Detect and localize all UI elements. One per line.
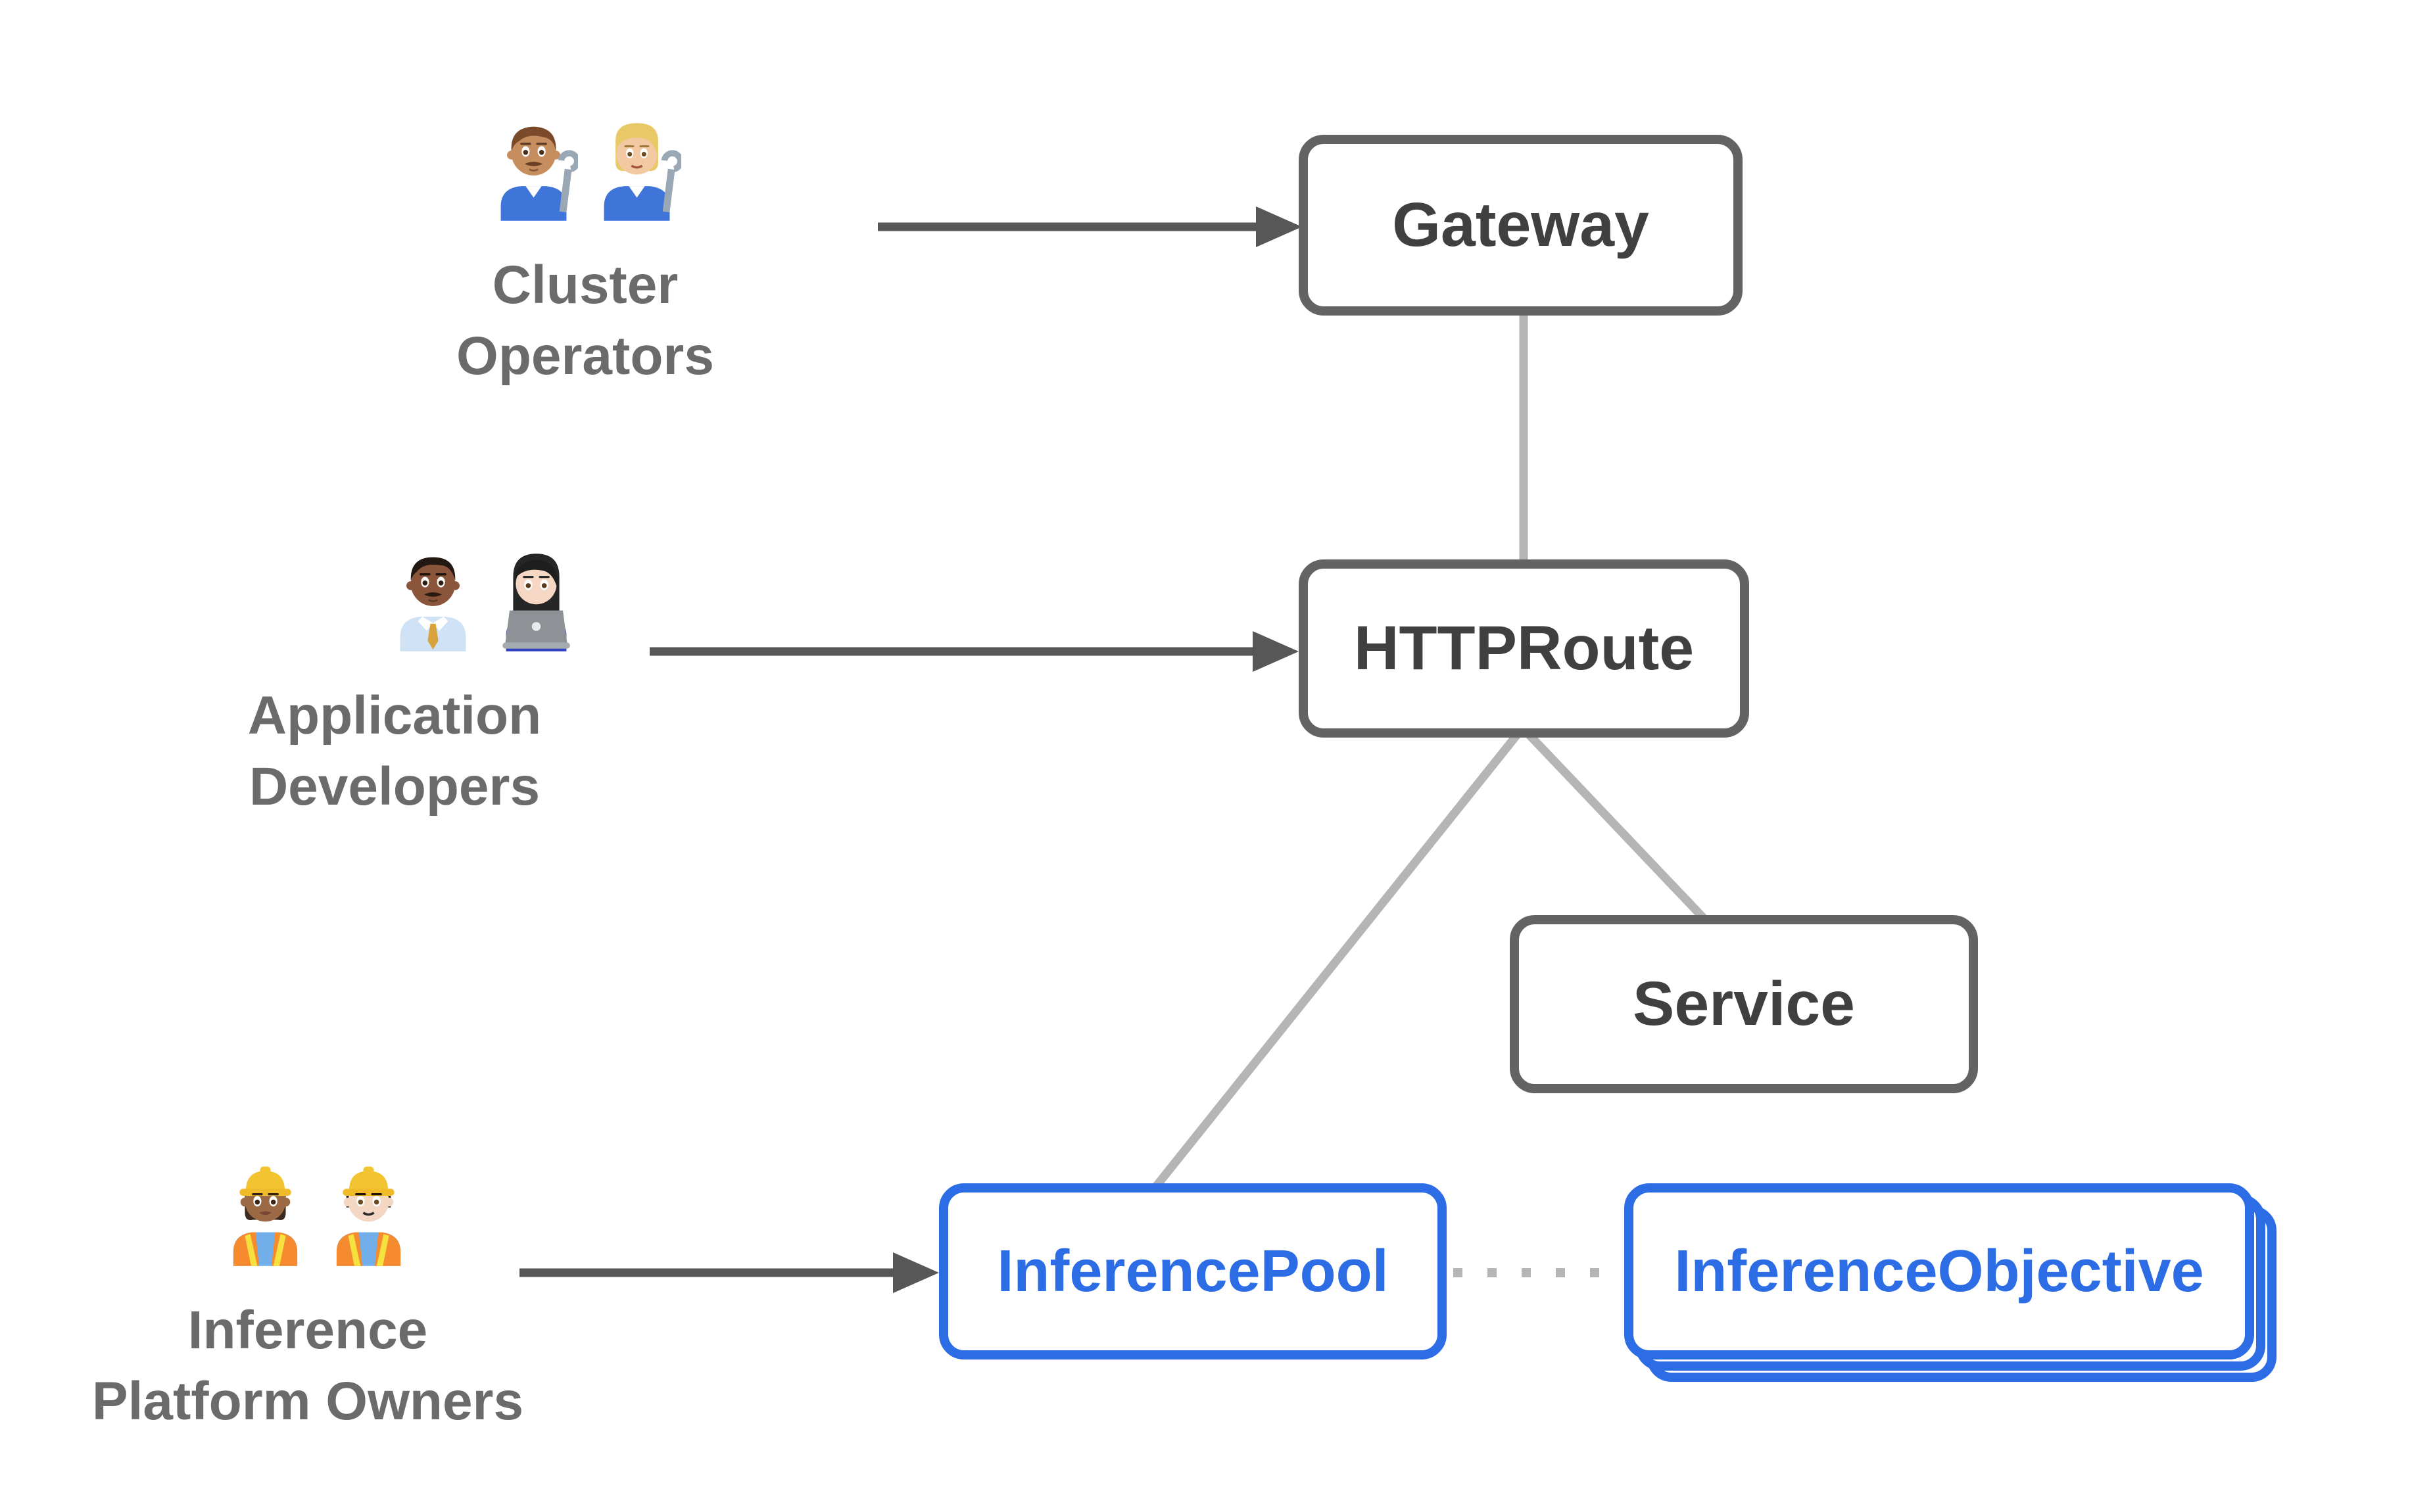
cluster-operators-emoji-row	[355, 105, 815, 221]
persona-label-line: Developers	[249, 757, 541, 816]
node-service-label: Service	[1632, 969, 1856, 1039]
woman-technologist-emoji	[502, 554, 570, 651]
persona-cluster-operators: Cluster Operators	[355, 105, 815, 392]
persona-label-line: Platform Owners	[91, 1371, 524, 1431]
arrow-cluster-operators-gateway	[878, 206, 1302, 247]
node-inferenceobjective-label: InferenceObjective	[1674, 1238, 2204, 1304]
man-mechanic-emoji	[500, 126, 578, 221]
persona-application-developers: Application Developers	[164, 536, 625, 822]
node-inferencepool-label: InferencePool	[997, 1238, 1389, 1304]
inference-platform-owners-emoji-row	[87, 1150, 547, 1266]
persona-inference-platform-owners: Inference Platform Owners	[78, 1150, 538, 1437]
connector-httproute-service	[1524, 729, 1709, 924]
application-developers-emoji-row	[254, 536, 715, 651]
arrow-inference-platform-owners-inferencepool	[519, 1252, 939, 1293]
node-httproute-label: HTTPRoute	[1353, 613, 1695, 683]
arrow-application-developers-httproute	[650, 631, 1299, 672]
node-inferencepool: InferencePool	[939, 1183, 1447, 1359]
persona-label-line: Cluster	[492, 255, 679, 315]
man-office-worker-emoji	[400, 557, 466, 651]
node-inferenceobjective: InferenceObjective	[1624, 1183, 2254, 1359]
man-construction-worker-emoji	[336, 1166, 401, 1266]
woman-mechanic-emoji	[604, 123, 681, 221]
node-httproute: HTTPRoute	[1299, 559, 1749, 738]
persona-label-line: Operators	[456, 326, 714, 386]
persona-label-line: Application	[247, 686, 542, 745]
persona-label-line: Inference	[187, 1300, 428, 1360]
connector-httproute-inferencepool	[1151, 729, 1523, 1191]
node-gateway: Gateway	[1299, 135, 1743, 316]
woman-construction-worker-emoji	[233, 1166, 298, 1266]
node-service: Service	[1510, 915, 1978, 1093]
node-gateway-label: Gateway	[1392, 190, 1649, 260]
